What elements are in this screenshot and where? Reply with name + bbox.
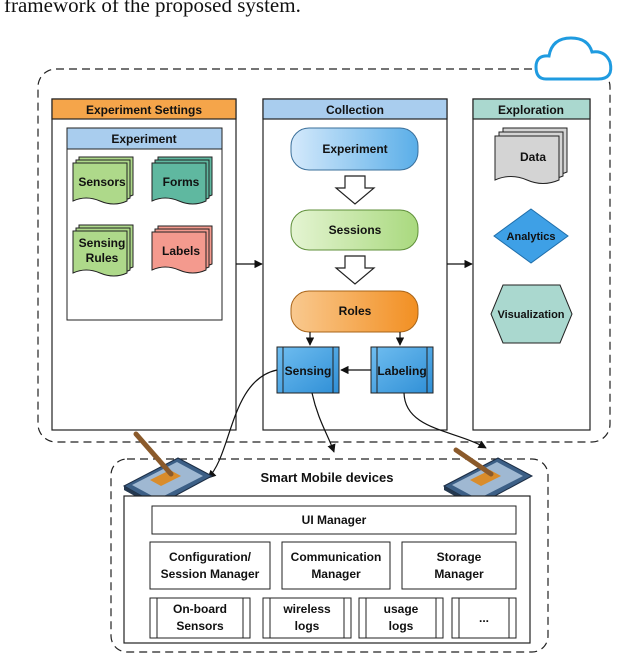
communication-manager-label-line2: Manager: [311, 567, 361, 581]
wireless-logs-box: wireless logs: [262, 597, 352, 639]
config-manager-label-line1: Configuration/: [169, 550, 252, 564]
labeling-process: Labeling: [370, 346, 434, 394]
onboard-sensors-box: On-board Sensors: [149, 597, 251, 639]
experiment-node: [290, 127, 419, 171]
storage-manager-box: [401, 541, 517, 590]
ui-manager-box: [151, 505, 517, 535]
experiment-settings-title: Experiment Settings: [86, 103, 202, 117]
collection-panel: Collection Experiment Sessions Roles Sen…: [262, 98, 448, 431]
sensing-to-mobile-arrow: [311, 392, 336, 453]
sensing-rules-label-line1: Sensing: [79, 236, 126, 250]
forms-document: Forms: [151, 156, 213, 205]
visualization-label: Visualization: [497, 309, 564, 321]
mobile-devices-region: Smart Mobile devices UI Manager Configur…: [110, 431, 549, 653]
more-sources-box: ...: [451, 597, 517, 639]
wireless-logs-label-line2: logs: [295, 619, 320, 633]
ui-manager-label: UI Manager: [302, 513, 367, 527]
experiment-panel-title: Experiment: [111, 132, 176, 146]
sensors-label: Sensors: [78, 175, 126, 189]
wireless-logs-label-line1: wireless: [282, 602, 331, 616]
analytics-label: Analytics: [507, 231, 556, 243]
collection-title: Collection: [326, 103, 384, 117]
labels-label: Labels: [162, 244, 200, 258]
experiment-settings-panel: Experiment Settings Experiment Sensors F…: [51, 98, 237, 431]
onboard-sensors-label-line2: Sensors: [176, 619, 224, 633]
usage-logs-label-line2: logs: [389, 619, 414, 633]
roles-node: [290, 290, 419, 333]
config-manager-label-line2: Session Manager: [161, 567, 260, 581]
analytics-decision: [493, 208, 569, 264]
data-document: Data: [494, 127, 568, 184]
config-manager-box: [149, 541, 271, 590]
mobile-devices-title: Smart Mobile devices: [261, 470, 394, 485]
cloud-region: [37, 68, 611, 443]
labeling-to-device-arrow: [403, 392, 487, 449]
sensors-document: Sensors: [72, 156, 134, 205]
figure-caption: framework of the proposed system.: [4, 0, 301, 17]
labeling-process-label: Labeling: [377, 364, 426, 378]
labels-document: Labels: [151, 225, 213, 274]
flow-arrow-2: [334, 255, 376, 285]
flow-arrow-1: [334, 175, 376, 205]
sessions-node-label: Sessions: [329, 223, 382, 237]
sessions-node: [290, 209, 419, 251]
sensing-to-device-arrow: [207, 369, 278, 479]
sensing-process: Sensing: [276, 346, 340, 394]
visualization-hexagon: [490, 284, 573, 344]
communication-manager-box: [281, 541, 391, 590]
roles-node-label: Roles: [339, 304, 372, 318]
usage-logs-label-line1: usage: [384, 602, 419, 616]
exploration-title: Exploration: [498, 103, 564, 117]
cloud-icon: [534, 36, 613, 81]
sensing-rules-document: Sensing Rules: [72, 224, 134, 277]
onboard-sensors-label-line1: On-board: [173, 602, 227, 616]
experiment-node-label: Experiment: [322, 142, 387, 156]
exploration-panel: Exploration Data Analytics Visualization: [472, 98, 591, 431]
storage-manager-label-line1: Storage: [437, 550, 482, 564]
forms-label: Forms: [163, 175, 200, 189]
communication-manager-label-line1: Communication: [291, 550, 382, 564]
usage-logs-box: usage logs: [358, 597, 444, 639]
more-sources-label: ...: [479, 611, 489, 625]
storage-manager-label-line2: Manager: [434, 567, 484, 581]
sensing-process-label: Sensing: [285, 364, 332, 378]
data-label: Data: [520, 150, 546, 164]
sensing-rules-label-line2: Rules: [86, 251, 119, 265]
